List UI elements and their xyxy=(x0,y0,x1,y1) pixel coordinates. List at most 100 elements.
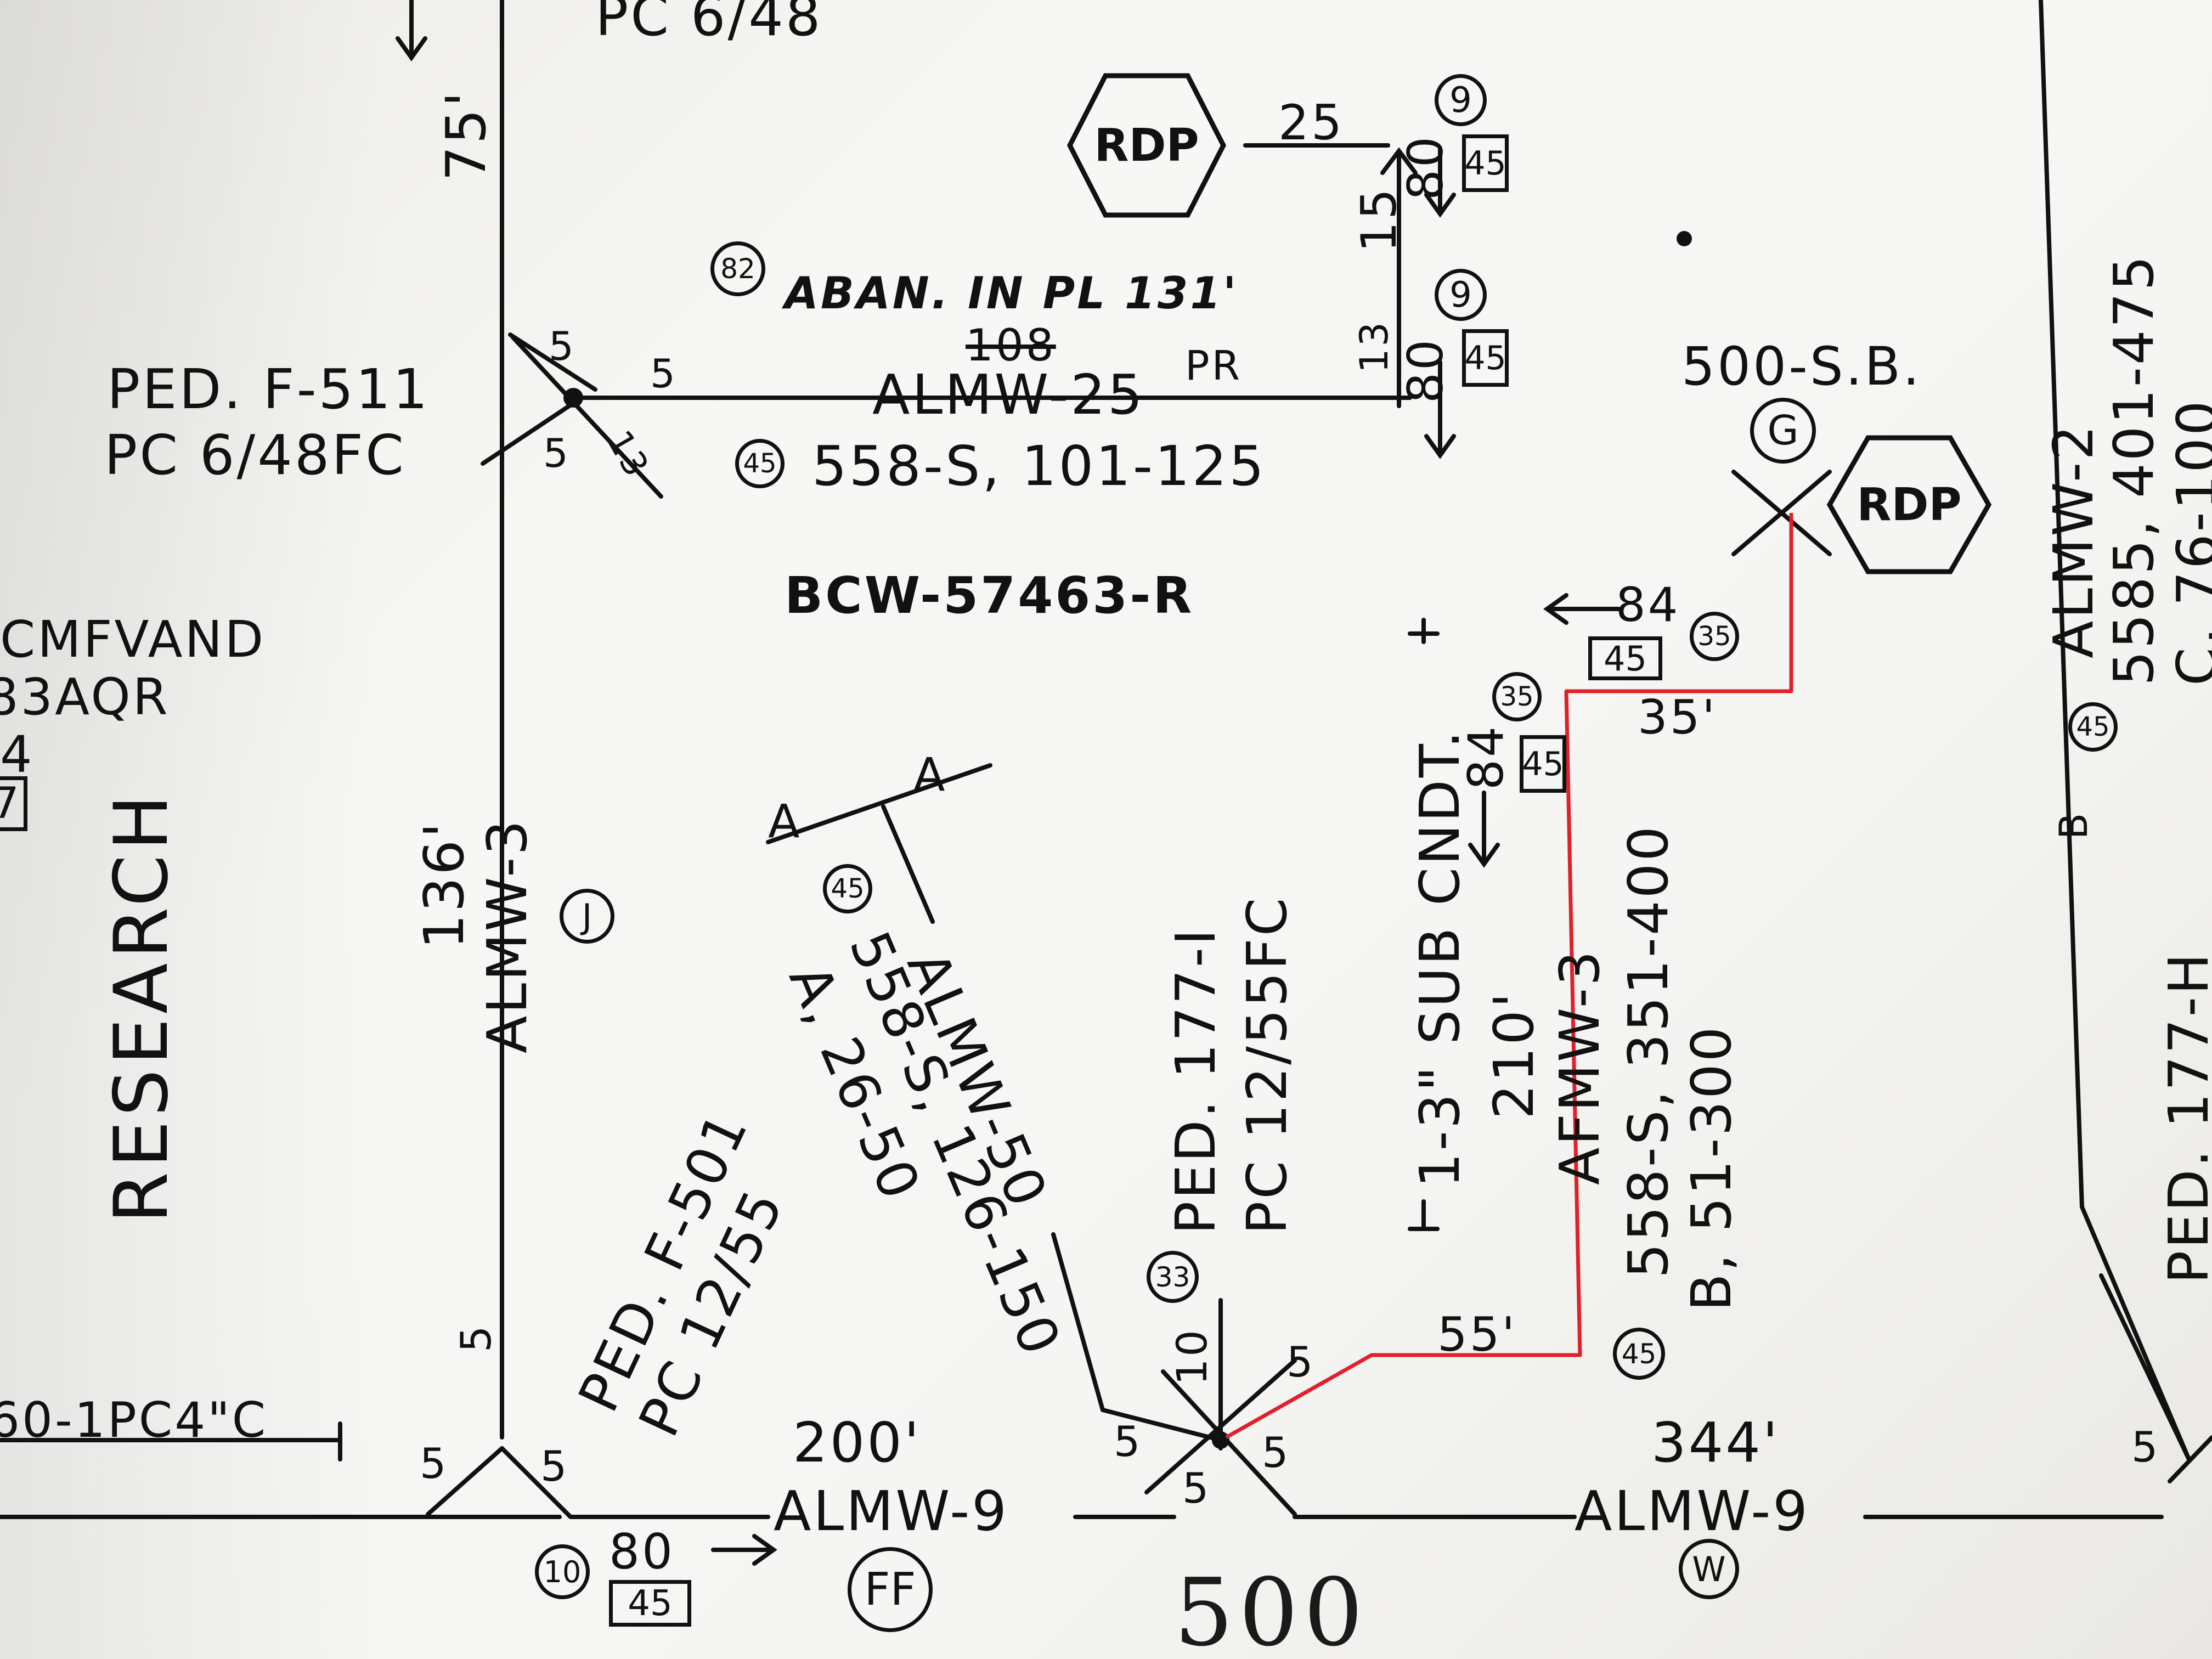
box-45-lower: 45 xyxy=(1462,329,1509,387)
label-35: 35' xyxy=(1638,690,1718,745)
side-box: 7 xyxy=(0,776,27,831)
label-cable-b51: B, 51-300 xyxy=(1679,1024,1743,1311)
branch-left xyxy=(508,332,597,392)
box-45-afmw: 45 xyxy=(1520,735,1566,793)
almw50-line xyxy=(881,804,935,924)
label-5-almw50: 5 xyxy=(1114,1417,1143,1466)
label-5-a: 5 xyxy=(549,323,576,369)
circle-10: 10 xyxy=(535,1544,590,1599)
label-ped-177i: PED. 177-I xyxy=(1164,927,1228,1234)
almw2-line xyxy=(2039,0,2084,1209)
almw50-end xyxy=(1101,1408,1223,1442)
label-84-vert: 84 xyxy=(1458,724,1514,790)
node501-b xyxy=(500,1446,573,1519)
circle-45-almw2: 45 xyxy=(2068,702,2118,752)
red-route-line xyxy=(1225,513,1793,1440)
circle-33: 33 xyxy=(1147,1251,1199,1303)
junction-dot-f511 xyxy=(563,388,583,408)
circle-35-a: 35 xyxy=(1690,612,1739,661)
box-45-upper: 45 xyxy=(1462,134,1509,192)
label-aa-left: A xyxy=(768,794,802,848)
label-5-177h: 5 xyxy=(2131,1423,2160,1471)
label-5-177i-a: 5 xyxy=(1286,1338,1316,1386)
label-200: 200' xyxy=(793,1410,922,1475)
label-sub-cndt: 1-3" SUB CNDT. xyxy=(1408,729,1472,1188)
label-side-4: 4 xyxy=(0,725,35,784)
label-pc-f511: PC 6/48FC xyxy=(104,423,406,487)
label-pc-177i: PC 12/55FC xyxy=(1235,895,1299,1234)
label-cond60: 60-1PC4"C xyxy=(0,1392,268,1448)
circle-82: 82 xyxy=(710,241,765,296)
box-45-top-right: 45 xyxy=(1588,636,1662,680)
box-45-bottom: 45 xyxy=(609,1580,691,1627)
label-84-top: 84 xyxy=(1616,578,1680,633)
stray-dot xyxy=(1677,231,1692,246)
branch-diagonal xyxy=(511,335,663,499)
almw50-lower xyxy=(1051,1232,1105,1412)
drop-80b-head xyxy=(1424,434,1456,459)
label-cable-c76: C, 76-100 xyxy=(2165,398,2212,686)
label-83aqr: 83AQR xyxy=(0,668,170,726)
g-marker-x2 xyxy=(1731,470,1832,556)
label-cable-558-351: 558-S, 351-400 xyxy=(1616,824,1680,1278)
label-5-177i-b: 5 xyxy=(1262,1428,1291,1477)
circle-9-a: 9 xyxy=(1435,74,1487,126)
label-almw3-name: ALMW-3 xyxy=(475,818,539,1053)
label-80-bottom: 80 xyxy=(609,1523,675,1580)
circle-35-b: 35 xyxy=(1492,672,1542,721)
label-aa-right: A xyxy=(913,748,947,802)
label-almw25: ALMW-25 xyxy=(872,363,1145,427)
label-5-c: 5 xyxy=(543,430,571,476)
label-5-f501-right: 5 xyxy=(540,1442,569,1491)
junction-dot-177i xyxy=(1212,1431,1229,1449)
label-almw2: ALMW-2 xyxy=(2041,423,2106,658)
circle-45-almw50: 45 xyxy=(823,864,872,913)
label-afmw-name: AFMW-3 xyxy=(1548,949,1612,1185)
label-aban-old: 108 xyxy=(966,320,1056,371)
arrow-84-vert-head xyxy=(1468,843,1500,868)
rdp-label-right: RDP xyxy=(1857,478,1962,531)
drop-80a-head xyxy=(1424,193,1456,218)
label-25: 25 xyxy=(1278,94,1344,151)
almw2-node-a xyxy=(2099,1273,2191,1462)
branch-down-left xyxy=(481,396,584,466)
label-5-f501-left: 5 xyxy=(420,1439,449,1488)
label-80-upper: 80 xyxy=(1397,134,1454,200)
arrow-80-bottom-head xyxy=(752,1534,777,1566)
label-75: 75' xyxy=(434,89,498,181)
label-cable-558-101: 558-S, 101-125 xyxy=(812,434,1266,498)
label-afmw-210: 210' xyxy=(1482,990,1546,1119)
loop-arrow-up xyxy=(1380,147,1418,175)
top-arrow-head xyxy=(396,36,427,61)
circle-45-cable: 45 xyxy=(735,439,785,488)
rdp-pedestal-top: RDP xyxy=(1067,71,1226,219)
label-500-sb: 500-S.B. xyxy=(1681,336,1922,397)
rdp-label-top: RDP xyxy=(1094,119,1199,172)
label-almw9-right: ALMW-9 xyxy=(1575,1479,1810,1543)
label-55: 55' xyxy=(1437,1307,1517,1362)
label-80-lower: 80 xyxy=(1397,337,1454,403)
label-cable-5585-401: 5585, 401-475 xyxy=(2102,253,2166,686)
label-10: 10 xyxy=(1167,1328,1216,1385)
label-15: 15 xyxy=(1351,187,1407,252)
label-almw3-136: 136' xyxy=(412,820,476,949)
label-ped-f511: PED. F-511 xyxy=(107,357,430,421)
circle-9-b: 9 xyxy=(1435,269,1487,321)
circle-45-afmw: 45 xyxy=(1613,1328,1665,1380)
label-research: RESEARCH xyxy=(98,790,184,1223)
label-5-177i-c: 5 xyxy=(1182,1464,1211,1513)
node501-a xyxy=(426,1446,504,1516)
circle-j: J xyxy=(560,889,614,944)
label-hand-500: 500 xyxy=(1174,1559,1369,1659)
label-344: 344' xyxy=(1651,1410,1780,1475)
label-almw9-left: ALMW-9 xyxy=(774,1479,1009,1543)
label-top-pc: PC 6/48 xyxy=(595,0,823,48)
rdp-pedestal-right: RDP xyxy=(1827,433,1991,576)
label-ped-177h: PED. 177-H xyxy=(2157,951,2212,1284)
arrow-84-top-head xyxy=(1543,593,1568,625)
circle-w: W xyxy=(1679,1539,1739,1599)
circle-g: G xyxy=(1750,398,1816,464)
label-13: 13 xyxy=(1352,319,1397,373)
